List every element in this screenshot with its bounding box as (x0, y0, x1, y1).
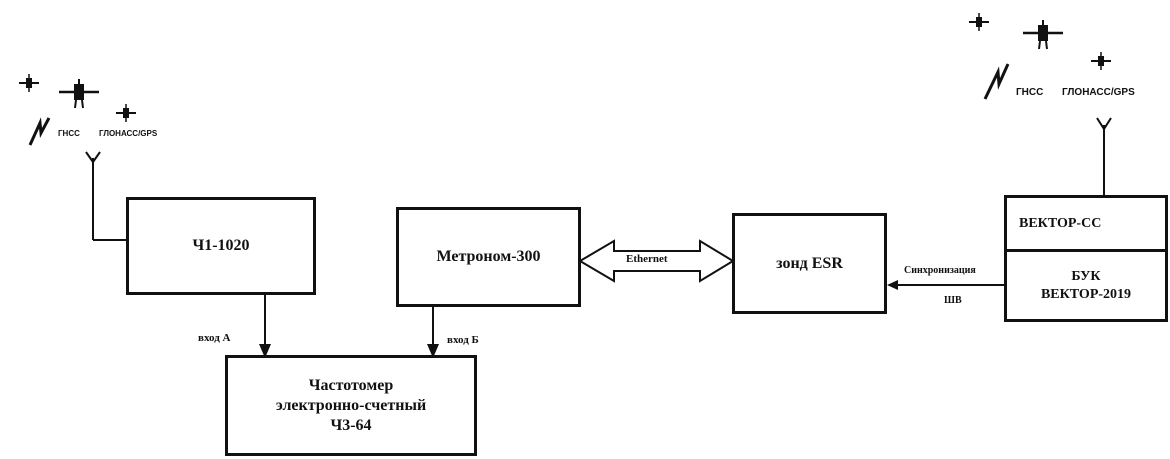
right-antenna-icon (1096, 117, 1112, 196)
vektor-cc-label: ВЕКТОР-СС (1019, 215, 1102, 231)
frequency-meter-subtitle: электронно-счетный (275, 396, 427, 414)
input-b-label: вход Б (447, 334, 479, 346)
left-glonass-label: ГЛОНАСС/GPS (99, 129, 158, 138)
ch1-1020-box: Ч1-1020 (126, 197, 316, 295)
metronome-300-box: Метроном-300 (396, 207, 581, 307)
input-b-arrow-head (427, 344, 439, 358)
left-satellite-icon-1 (18, 73, 40, 93)
buk-vektor-2019-box: БУК ВЕКТОР-2019 (1004, 249, 1168, 322)
right-satellite-icon-1 (968, 12, 990, 32)
frequency-meter-title: Частотомер (308, 376, 394, 394)
sync-label: Синхронизация (904, 265, 976, 276)
left-satellite-icon-2 (57, 77, 101, 110)
esr-probe-box: зонд ESR (732, 213, 887, 314)
sync-arrow-head (887, 280, 898, 290)
ethernet-label: Ethernet (626, 253, 668, 265)
right-gnss-label: ГНСС (1016, 87, 1044, 98)
frequency-meter-model: Ч3-64 (330, 416, 372, 434)
right-signal-bolt-icon (983, 63, 1010, 100)
right-satellite-icon-3 (1090, 51, 1112, 71)
input-a-label: вход А (198, 332, 231, 344)
left-signal-bolt-icon (28, 117, 51, 146)
vektor-2019-label: ВЕКТОР-2019 (1040, 286, 1132, 302)
input-a-arrow-head (259, 344, 271, 358)
left-antenna-icon (85, 151, 101, 240)
esr-probe-label: зонд ESR (776, 254, 843, 272)
buk-label: БУК (1071, 269, 1101, 284)
right-glonass-label: ГЛОНАСС/GPS (1062, 87, 1135, 98)
vektor-cc-box: ВЕКТОР-СС (1004, 195, 1168, 252)
left-satellite-icon-3 (115, 103, 137, 123)
metronome-300-label: Метроном-300 (436, 248, 541, 265)
ch1-1020-label: Ч1-1020 (192, 237, 250, 254)
shv-label: ШВ (944, 295, 962, 306)
left-gnss-label: ГНСС (58, 129, 80, 138)
right-satellite-icon-2 (1021, 18, 1065, 51)
frequency-meter-box: Частотомер электронно-счетный Ч3-64 (225, 355, 477, 456)
